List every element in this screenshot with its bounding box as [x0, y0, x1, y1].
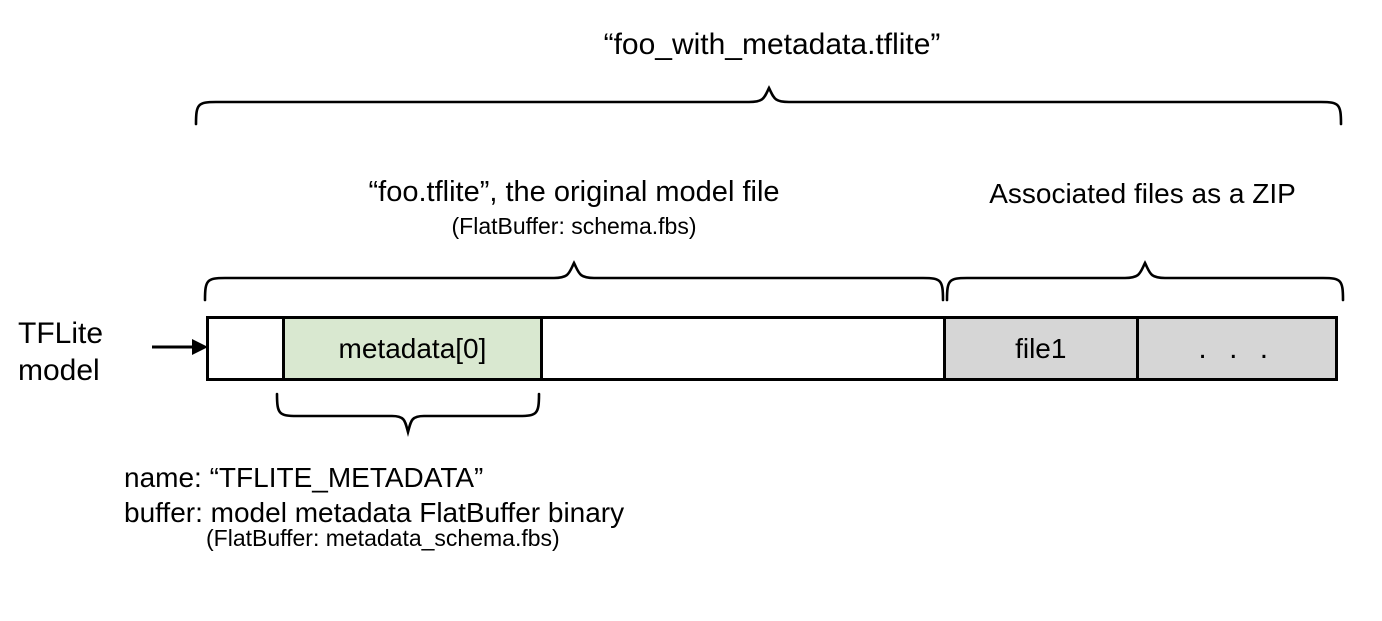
- bar-segment-metadata: metadata[0]: [281, 319, 541, 378]
- package-title: “foo_with_metadata.tflite”: [603, 28, 941, 61]
- metadata-note-line2: buffer: model metadata FlatBuffer binary: [124, 497, 625, 528]
- model-file-sublabel: (FlatBuffer: schema.fbs): [451, 213, 697, 239]
- brace-model-file: [203, 260, 945, 302]
- model-file-label: “foo.tflite”, the original model file: [368, 176, 780, 208]
- bar-segment-file1: file1: [943, 319, 1136, 378]
- bar-segment-blank-head: [209, 319, 282, 378]
- bar-segment-more-files: . . .: [1135, 319, 1335, 378]
- metadata-note-line1: name: “TFLITE_METADATA”: [124, 462, 484, 493]
- tflite-model-caption: TFLite model: [18, 317, 104, 387]
- brace-package: [194, 85, 1343, 126]
- model-layout-bar: metadata[0] file1 . . .: [206, 316, 1338, 381]
- brace-zip: [945, 260, 1345, 302]
- arrow-right-icon: [152, 339, 208, 355]
- bar-segment-blank-body: [540, 319, 944, 378]
- brace-metadata: [275, 392, 541, 437]
- zip-label: Associated files as a ZIP: [989, 178, 1296, 209]
- metadata-note: name: “TFLITE_METADATA” buffer: model met…: [124, 460, 924, 530]
- metadata-note-line3: (FlatBuffer: metadata_schema.fbs): [206, 525, 560, 551]
